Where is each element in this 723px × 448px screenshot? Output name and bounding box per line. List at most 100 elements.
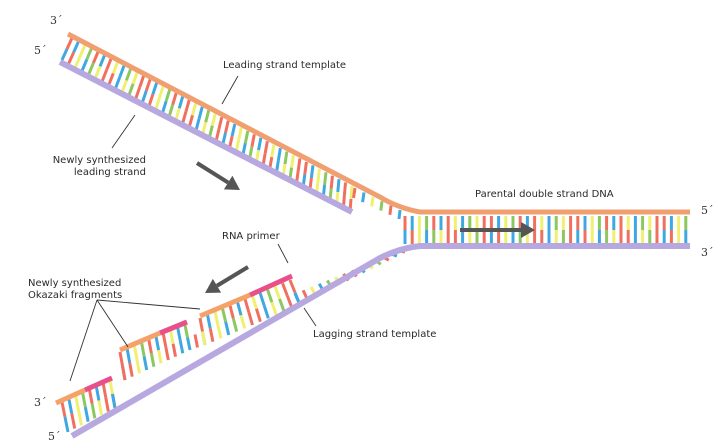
okazaki-3-base xyxy=(281,282,289,297)
okazaki-3-base xyxy=(273,285,281,300)
upper-arm-base xyxy=(290,154,295,168)
okazaki-3-base xyxy=(270,301,278,316)
okazaki-3-base xyxy=(236,301,243,316)
upper-arm-base xyxy=(151,82,159,95)
base-pairs xyxy=(60,37,688,433)
okazaki-2-base xyxy=(135,359,141,374)
upper-arm-base xyxy=(118,65,126,78)
upper-arm-base xyxy=(336,178,341,193)
upper-fork-base xyxy=(397,209,402,220)
okazaki-3-base xyxy=(216,324,223,339)
upper-fork-base xyxy=(379,201,384,211)
leader-lagging-template xyxy=(303,307,317,327)
gap-2-base xyxy=(193,334,199,348)
upper-arm-base xyxy=(140,90,148,103)
upper-arm-base xyxy=(349,185,354,200)
okazaki-2-base xyxy=(142,356,149,371)
upper-arm-base xyxy=(204,109,211,123)
okazaki-2-base xyxy=(128,362,134,377)
rna-primer-2 xyxy=(159,319,188,336)
upper-arm-base xyxy=(74,55,82,68)
label-new-leading-strand: Newly synthesized leading strand xyxy=(22,155,146,179)
okazaki-2-base xyxy=(183,324,189,338)
label-new-leading-line2: leading strand xyxy=(73,167,146,178)
leader-okazaki-1 xyxy=(69,299,98,382)
end-right-top: 5´ xyxy=(701,204,714,217)
leading-template-backbone xyxy=(66,31,690,215)
leading-direction-arrow-shaft xyxy=(195,161,230,185)
okazaki-3-base xyxy=(228,304,235,319)
upper-arm-base xyxy=(80,58,89,72)
okazaki-3-base xyxy=(231,318,239,333)
upper-arm-base xyxy=(309,165,315,179)
upper-arm-base xyxy=(316,168,321,182)
okazaki-1-base xyxy=(63,416,70,433)
upper-arm-base xyxy=(174,107,181,121)
upper-arm-base xyxy=(134,86,142,100)
upper-arm-base xyxy=(65,37,74,50)
okazaki-fragment-3-backbone xyxy=(199,292,251,319)
label-lagging-strand-template: Lagging strand template xyxy=(313,329,437,340)
okazaki-1-base xyxy=(104,397,110,412)
upper-arm-base xyxy=(164,89,172,102)
upper-arm-base xyxy=(276,147,282,161)
upper-arm-base xyxy=(230,123,237,137)
leader-okazaki-3 xyxy=(96,299,201,310)
okazaki-1-base xyxy=(70,413,77,429)
upper-arm-base xyxy=(177,96,185,109)
okazaki-3-base xyxy=(262,305,270,319)
okazaki-2-base xyxy=(154,336,161,351)
direction-arrows xyxy=(195,161,535,293)
upper-arm-base xyxy=(154,97,161,110)
upper-arm-base xyxy=(98,54,106,68)
okazaki-1-base xyxy=(90,403,97,419)
okazaki-1-base xyxy=(74,395,81,411)
okazaki-2-base xyxy=(118,351,124,367)
end-upper-bottom: 5´ xyxy=(34,44,47,57)
gap-1-base xyxy=(121,365,127,381)
upper-arm-base xyxy=(105,58,113,71)
upper-arm-base xyxy=(263,140,269,154)
okazaki-1-base xyxy=(97,400,104,416)
label-okazaki-line2: Okazaki fragments xyxy=(28,290,123,301)
okazaki-3-base xyxy=(247,311,254,326)
fork-direction-arrow-head xyxy=(521,222,535,238)
upper-arm-base xyxy=(78,44,87,57)
okazaki-fragment-2-backbone xyxy=(119,330,161,353)
label-leading-strand-template: Leading strand template xyxy=(223,60,347,71)
upper-fork-base xyxy=(370,196,375,207)
okazaki-1-base xyxy=(77,410,83,426)
label-new-leading-line1: Newly synthesized xyxy=(52,155,146,166)
leader-leading-template xyxy=(221,75,239,105)
upper-arm-base xyxy=(296,158,302,172)
okazaki-3-base xyxy=(198,317,204,332)
upper-arm-base xyxy=(329,175,334,189)
upper-arm-base xyxy=(100,69,109,82)
upper-arm-base xyxy=(323,172,328,186)
upper-arm-base xyxy=(94,65,102,79)
upper-arm-base xyxy=(161,100,168,114)
upper-arm-base xyxy=(191,103,198,116)
lagging-template-backbone xyxy=(70,243,690,439)
okazaki-2-base xyxy=(169,330,175,345)
okazaki-2-base xyxy=(171,343,178,357)
label-rna-primer: RNA primer xyxy=(222,231,280,242)
upper-arm-base xyxy=(303,161,308,175)
upper-arm-base xyxy=(342,182,347,196)
end-right-bottom: 3´ xyxy=(701,246,714,259)
upper-arm-base xyxy=(131,71,139,85)
okazaki-2-base xyxy=(140,342,146,357)
okazaki-3-base xyxy=(213,311,220,326)
gap-1-base xyxy=(111,393,117,409)
upper-arm-base xyxy=(217,116,224,130)
okazaki-1-base xyxy=(83,406,90,422)
upper-arm-base xyxy=(224,120,230,134)
upper-arm-base xyxy=(243,130,250,144)
upper-arm-base xyxy=(171,92,178,106)
end-lower-top: 3´ xyxy=(34,396,47,409)
upper-arm-base xyxy=(138,75,146,88)
okazaki-fragment-1-backbone xyxy=(54,387,87,406)
end-lower-bottom: 5´ xyxy=(48,430,61,443)
upper-arm-base xyxy=(270,144,276,158)
okazaki-3-base xyxy=(208,327,215,342)
